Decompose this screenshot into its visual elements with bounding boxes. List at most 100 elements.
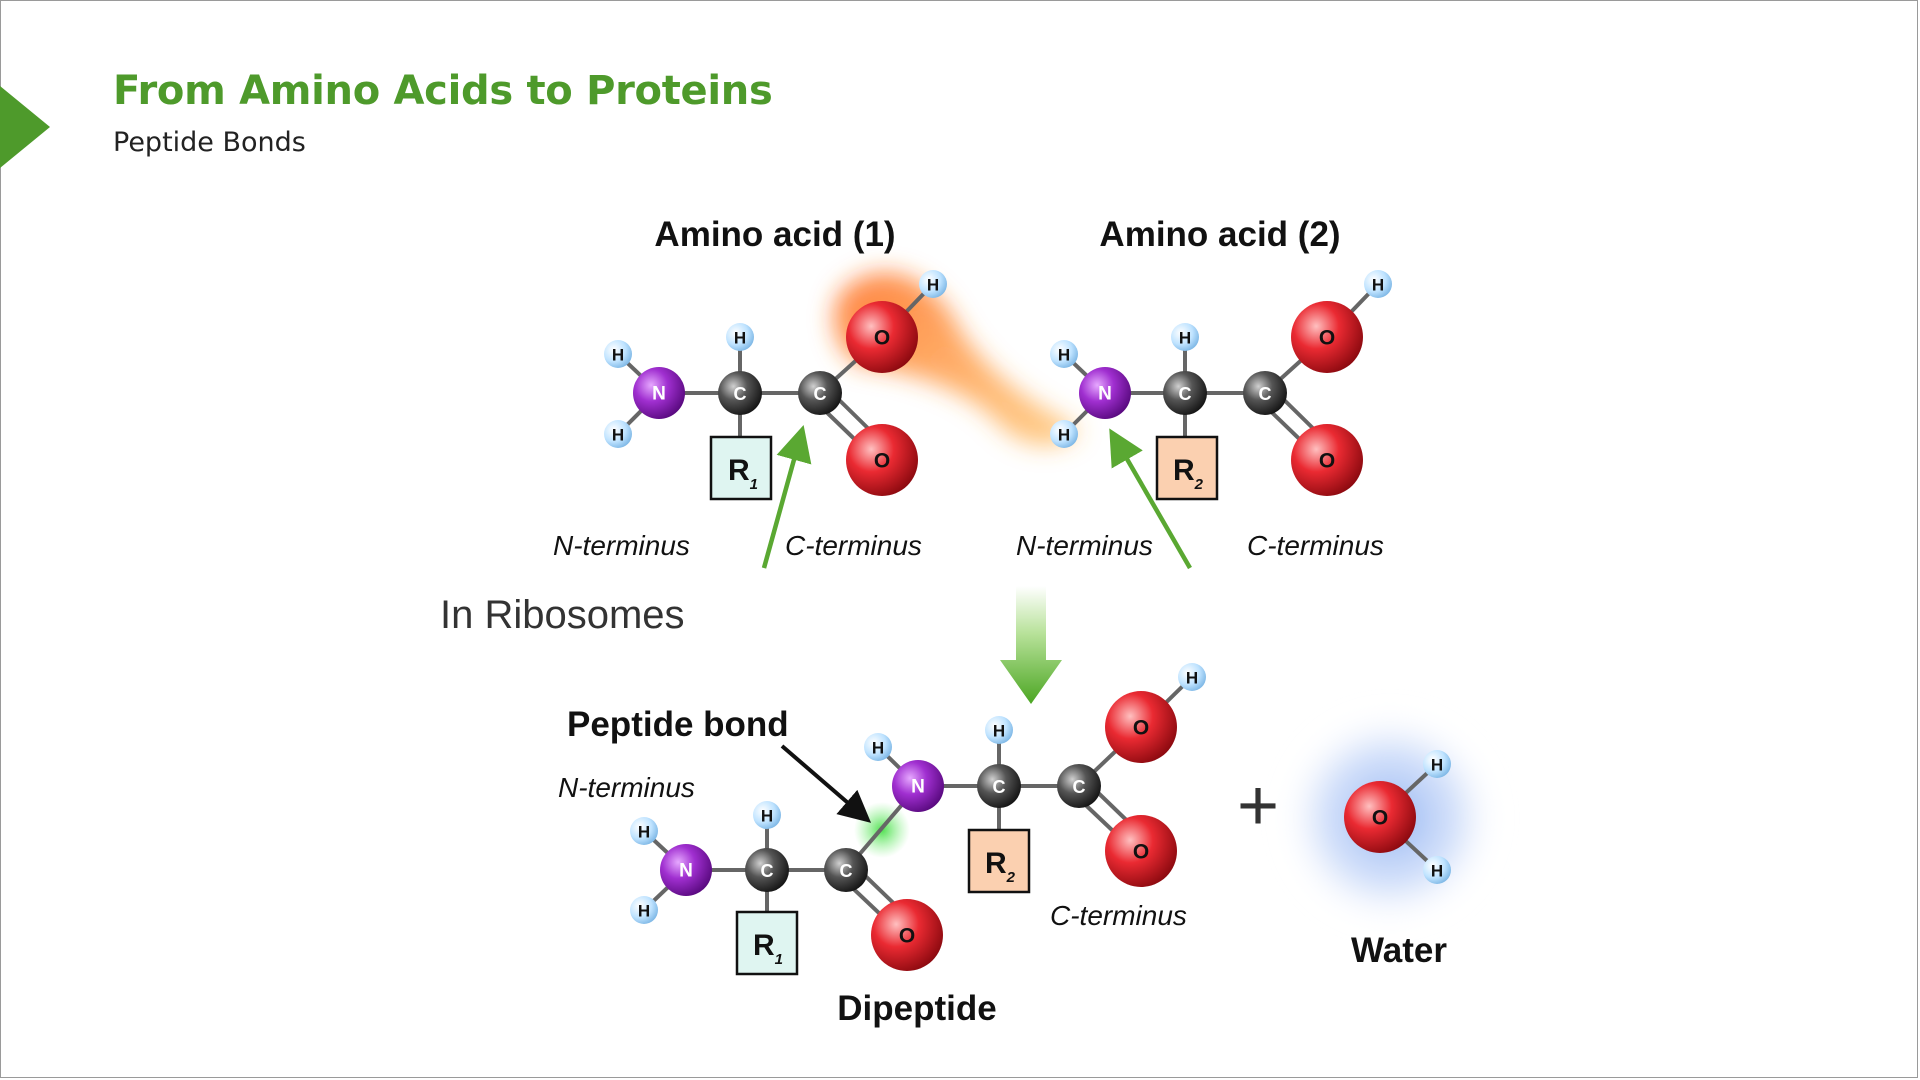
r2-group-box <box>1155 435 1219 501</box>
nitrogen-label: N <box>911 777 925 798</box>
slide-subtitle: Peptide Bonds <box>113 127 306 158</box>
oxygen-label: O <box>1319 450 1335 473</box>
carbon-atom <box>1243 371 1287 415</box>
carbon-label: C <box>993 777 1006 797</box>
nitrogen-atom <box>892 760 944 812</box>
r1-group-box <box>709 435 773 501</box>
aa2-n-terminus-label: N-terminus <box>1016 530 1153 561</box>
hydrogen-atom <box>604 340 632 368</box>
r1-label: R1 <box>728 454 758 493</box>
hydrogen-label: H <box>1431 862 1443 881</box>
hydrogen-atom <box>630 817 658 845</box>
nitrogen-atom <box>660 844 712 896</box>
carbon-label: C <box>1259 384 1272 404</box>
amino-acid-2: R2 H H N H C C O H O <box>1050 270 1392 501</box>
hydrogen-atom <box>604 420 632 448</box>
hydrogen-atom <box>1423 750 1451 778</box>
hydrogen-atom <box>630 896 658 924</box>
reaction-down-arrow-icon <box>1000 586 1062 704</box>
carbon-label: C <box>840 861 853 881</box>
dipeptide-label: Dipeptide <box>837 989 996 1028</box>
oxygen-atom <box>1105 691 1177 763</box>
hydrogen-atom <box>753 801 781 829</box>
carbon-label: C <box>814 384 827 404</box>
dipeptide-n-terminus-label: N-terminus <box>558 772 695 803</box>
nitrogen-atom <box>633 367 685 419</box>
oxygen-label: O <box>874 327 890 350</box>
hydrogen-label: H <box>1058 346 1070 365</box>
hydrogen-atom <box>919 270 947 298</box>
water-label: Water <box>1351 931 1447 970</box>
hydrogen-atom <box>1050 420 1078 448</box>
dipeptide-c-terminus-label: C-terminus <box>1050 900 1187 931</box>
peptide-bond-label: Peptide bond <box>567 705 789 744</box>
carbon-atom <box>798 371 842 415</box>
nitrogen-atom <box>1079 367 1131 419</box>
aa2-c-terminus-label: C-terminus <box>1247 530 1384 561</box>
oxygen-label: O <box>899 925 915 948</box>
plus-sign: + <box>1237 766 1279 846</box>
carbon-atom <box>824 848 868 892</box>
carbon-label: C <box>1179 384 1192 404</box>
process-label: In Ribosomes <box>440 593 685 637</box>
oxygen-label: O <box>1133 841 1149 864</box>
nitrogen-label: N <box>1098 384 1112 405</box>
hydrogen-atom <box>726 323 754 351</box>
hydrogen-label: H <box>612 346 624 365</box>
dipeptide-r2-label: R2 <box>985 847 1016 886</box>
carbon-atom <box>745 848 789 892</box>
hydrogen-label: H <box>1372 276 1384 295</box>
hydrogen-label: H <box>993 722 1005 741</box>
n-terminus-pointer-arrow <box>1109 428 1192 570</box>
amino-acid-1: R1 H H N H C C O H O <box>604 270 947 501</box>
dipeptide-r2-box <box>967 828 1031 894</box>
oxygen-atom <box>846 424 918 496</box>
hydrogen-label: H <box>1431 756 1443 775</box>
amino-acid-2-title: Amino acid (2) <box>1099 215 1340 254</box>
hydrogen-atom <box>1364 270 1392 298</box>
carbon-atom <box>1057 764 1101 808</box>
slide-title: From Amino Acids to Proteins <box>113 68 773 114</box>
oxygen-atom <box>871 899 943 971</box>
hydrogen-atom <box>1171 323 1199 351</box>
hydrogen-atom <box>1423 856 1451 884</box>
aa1-n-terminus-label: N-terminus <box>553 530 690 561</box>
hydrogen-label: H <box>1179 329 1191 348</box>
hydrogen-label: H <box>734 329 746 348</box>
nitrogen-label: N <box>652 384 666 405</box>
hydrogen-atom <box>1050 340 1078 368</box>
oxygen-atom <box>1344 781 1416 853</box>
oxygen-atom <box>1105 815 1177 887</box>
carbon-label: C <box>1073 777 1086 797</box>
oxygen-atom <box>1291 424 1363 496</box>
hydrogen-label: H <box>761 807 773 826</box>
water-molecule: O H H <box>1344 750 1451 884</box>
dipeptide: R1 R2 H H N H C C O H N H C C O H O <box>630 663 1206 976</box>
oxygen-atom <box>1291 301 1363 373</box>
oxygen-atom <box>846 301 918 373</box>
dipeptide-r1-label: R1 <box>753 929 783 968</box>
hydrogen-atom <box>985 716 1013 744</box>
amino-acid-1-title: Amino acid (1) <box>654 215 895 254</box>
hydrogen-label: H <box>638 902 650 921</box>
hydrogen-atom <box>1178 663 1206 691</box>
oxygen-label: O <box>1133 717 1149 740</box>
hydrogen-atom <box>864 733 892 761</box>
carbon-atom <box>718 371 762 415</box>
c-terminus-pointer-arrow <box>761 424 812 569</box>
carbon-label: C <box>734 384 747 404</box>
oxygen-label: O <box>1372 807 1388 830</box>
dipeptide-r1-box <box>735 910 799 976</box>
oxygen-label: O <box>1319 327 1335 350</box>
aa1-c-terminus-label: C-terminus <box>785 530 922 561</box>
hydrogen-label: H <box>927 276 939 295</box>
hydrogen-label: H <box>612 426 624 445</box>
carbon-label: C <box>761 861 774 881</box>
carbon-atom <box>977 764 1021 808</box>
oxygen-label: O <box>874 450 890 473</box>
r2-label: R2 <box>1173 454 1204 493</box>
carbon-atom <box>1163 371 1207 415</box>
hydrogen-label: H <box>1058 426 1070 445</box>
